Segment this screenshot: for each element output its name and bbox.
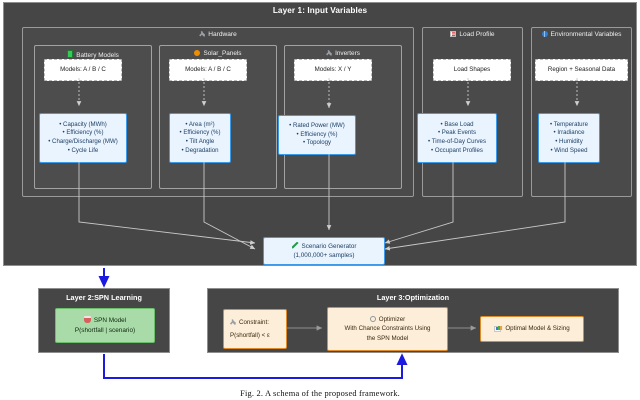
pencil-icon (291, 241, 299, 249)
scenario-generator-subtitle: (1,000,000+ samples) (293, 252, 355, 259)
group-environmental-variables: Environmental Variables (531, 27, 632, 197)
pencil-gray-icon (230, 319, 236, 326)
subgroup-inverters-label: Inverters (335, 50, 360, 57)
group-load-profile-label: Load Profile (459, 31, 495, 38)
globe-icon (541, 31, 548, 37)
optimizer-line3: the SPN Model (366, 334, 409, 342)
constraint-formula: P(shortfall) < ε (230, 331, 270, 339)
attr: • Degradation (181, 146, 219, 154)
node-inverter-models: Models: X / Y (294, 59, 372, 81)
attr: • Tilt Angle (185, 138, 215, 145)
node-load-attributes: • Base Load • Peak Events • Time-of-Day … (417, 113, 497, 163)
node-optimizer: Optimizer With Chance Constraints Using … (327, 307, 448, 351)
constraint-label: Constraint: (239, 319, 269, 327)
attr: • Irradiance (553, 129, 585, 137)
layer3-panel: Layer 3:Optimization Constraint: P(short… (207, 288, 619, 353)
mug-icon (83, 316, 91, 323)
scenario-generator-line1-wrap: Scenario Generator (291, 241, 357, 251)
subgroup-battery-models-label: Battery Models (76, 52, 119, 59)
attr: • Base Load (440, 120, 474, 128)
group-hardware-title: Hardware (23, 31, 413, 38)
subgroup-battery-models-title: Battery Models (35, 50, 151, 59)
attr: • Area (m²) (185, 120, 215, 128)
subgroup-solar-panels-label: Solar_Panels (203, 50, 242, 57)
group-load-profile-title: Load Profile (423, 31, 522, 38)
group-environmental-variables-title: Environmental Variables (532, 31, 631, 38)
node-spn-model: SPN Model P(shortfall | scenario) (55, 308, 155, 343)
optimizer-title: Optimizer (378, 316, 406, 324)
layer2-panel: Layer 2:SPN Learning SPN Model P(shortfa… (38, 288, 170, 353)
group-hardware-label: Hardware (208, 31, 237, 38)
spn-model-formula: P(shortfall | scenario) (74, 326, 136, 334)
attr: • Wind Speed (550, 146, 588, 154)
attr: • Charge/Discharge (MW) (48, 138, 118, 145)
attr: • Cycle Life (67, 146, 99, 154)
attr: • Topology (302, 139, 332, 147)
node-solar-attributes: • Area (m²) • Efficiency (%) • Tilt Angl… (169, 113, 231, 163)
group-environmental-variables-label: Environmental Variables (550, 31, 622, 38)
spn-model-line1-wrap: SPN Model (83, 316, 127, 326)
constraint-line1-wrap: Constraint: (230, 318, 269, 327)
node-scenario-generator: Scenario Generator (1,000,000+ samples) (263, 237, 385, 265)
layer3-title: Layer 3:Optimization (376, 293, 450, 302)
chart-red-icon (450, 31, 457, 37)
node-solar-models: Models: A / B / C (169, 59, 247, 81)
optimizer-line2: With Chance Constraints Using (344, 325, 431, 333)
attr: • Efficiency (%) (296, 130, 338, 138)
spn-model-title: SPN Model (93, 316, 127, 324)
node-environmental-attributes: • Temperature • Irradiance • Humidity • … (538, 113, 600, 163)
node-load-shapes: Load Shapes (433, 59, 511, 81)
subgroup-inverters-title: Inverters (285, 50, 401, 57)
layer2-title: Layer 2:SPN Learning (66, 293, 142, 302)
group-load-profile: Load Profile (422, 27, 523, 197)
attr: • Capacity (MWh) (59, 120, 107, 128)
layer1-title: Layer 1: Input Variables (272, 6, 368, 15)
attr: • Humidity (555, 138, 583, 145)
attr: • Temperature (550, 120, 588, 128)
wrench-icon (326, 50, 333, 56)
battery-icon (67, 50, 74, 58)
attr: • Rated Power (MW) (289, 122, 345, 130)
attr: • Occupant Profiles (431, 146, 483, 154)
bar-chart-icon (494, 326, 502, 332)
node-constraint: Constraint: P(shortfall) < ε (223, 309, 287, 349)
attr: • Peak Events (437, 129, 477, 137)
attr: • Efficiency (%) (62, 129, 104, 137)
node-battery-models: Models: A / B / C (44, 59, 122, 81)
attr: • Time-of-Day Curves (427, 138, 486, 145)
attr: • Efficiency (%) (179, 129, 221, 137)
gear-icon (369, 316, 376, 323)
node-battery-attributes: • Capacity (MWh) • Efficiency (%) • Char… (39, 113, 127, 163)
group-hardware: Hardware Battery Models Solar_Panels Inv… (22, 27, 414, 197)
figure-caption: Fig. 2. A schema of the proposed framewo… (240, 389, 400, 398)
sun-icon (194, 50, 201, 56)
optimal-model-label: Optimal Model & Sizing (505, 325, 570, 333)
node-inverter-attributes: • Rated Power (MW) • Efficiency (%) • To… (278, 115, 356, 155)
optimizer-line1-wrap: Optimizer (369, 315, 406, 324)
scenario-generator-title: Scenario Generator (301, 242, 357, 250)
node-region-seasonal-data: Region + Seasonal Data (535, 59, 628, 81)
subgroup-solar-panels-title: Solar_Panels (160, 50, 276, 57)
layer1-panel: Layer 1: Input Variables Hardware Batter… (3, 2, 637, 266)
node-optimal-model-sizing: Optimal Model & Sizing (480, 316, 584, 342)
wrench-icon (199, 31, 206, 37)
